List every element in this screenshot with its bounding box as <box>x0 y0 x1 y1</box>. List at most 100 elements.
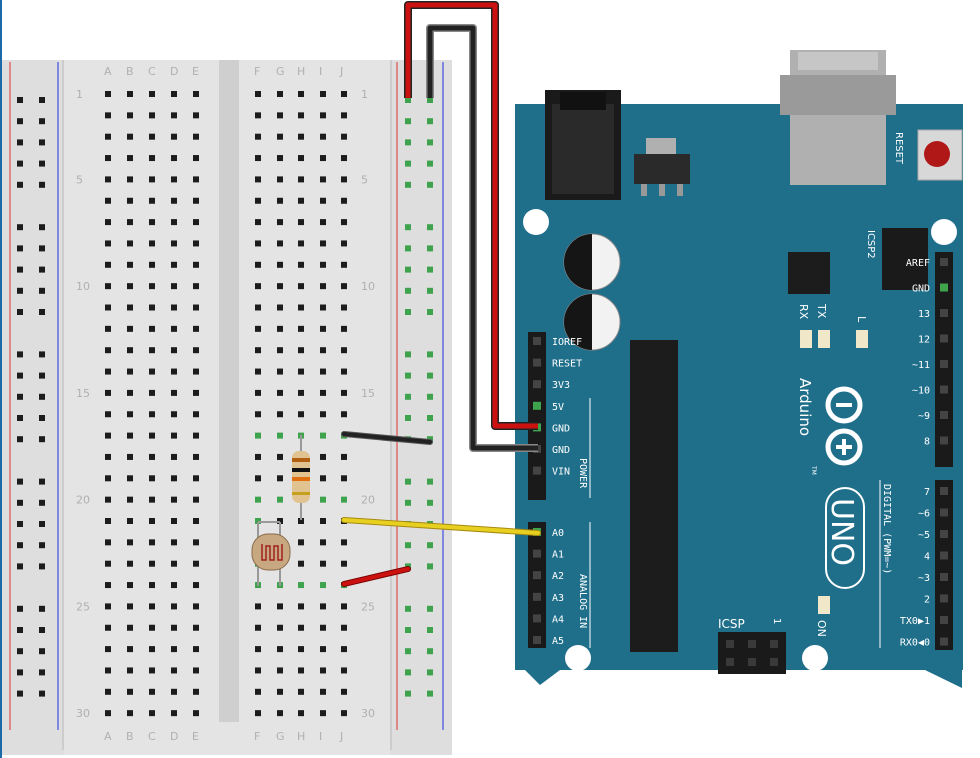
header-pin <box>940 436 948 445</box>
breadboard-hole <box>149 155 155 162</box>
icsp-pin <box>748 658 756 666</box>
pin-label: 8 <box>924 437 930 448</box>
breadboard-hole <box>277 475 283 482</box>
breadboard-hole <box>320 603 326 610</box>
connected-hole <box>255 432 261 439</box>
breadboard-hole <box>255 646 261 653</box>
breadboard-hole <box>341 197 347 204</box>
connected-hole <box>405 181 411 188</box>
connected-hole <box>405 415 411 421</box>
breadboard-hole <box>171 518 177 524</box>
breadboard-hole <box>320 710 326 717</box>
breadboard-hole <box>149 325 155 332</box>
breadboard-hole <box>320 240 326 247</box>
breadboard-hole <box>320 518 326 524</box>
breadboard-hole <box>105 261 111 268</box>
connected-hole <box>427 563 433 570</box>
breadboard-hole <box>149 496 155 503</box>
rail-holes <box>17 97 433 697</box>
breadboard-hole <box>105 432 111 439</box>
breadboard-hole <box>193 411 199 418</box>
breadboard-hole <box>127 539 133 546</box>
digital-header-low <box>935 480 953 650</box>
breadboard-hole <box>17 181 23 188</box>
breadboard-hole <box>105 539 111 546</box>
breadboard-hole <box>39 415 45 421</box>
breadboard-hole <box>255 155 261 162</box>
reset-button[interactable] <box>924 141 950 167</box>
window-edge <box>0 0 2 758</box>
breadboard-hole <box>105 646 111 653</box>
breadboard-hole <box>341 304 347 311</box>
breadboard-hole <box>171 688 177 695</box>
breadboard-hole <box>105 582 111 589</box>
row-label: 25 <box>76 600 90 613</box>
breadboard-hole <box>193 219 199 226</box>
capacitor <box>563 233 621 291</box>
wire-a0 <box>342 518 540 535</box>
breadboard-hole <box>171 197 177 204</box>
breadboard-hole <box>277 624 283 631</box>
wire-5v-jumper <box>342 567 410 586</box>
breadboard-hole <box>255 283 261 290</box>
digital-header-label: DIGITAL (PWM=~) <box>881 484 892 574</box>
header-pin <box>533 380 541 389</box>
breadboard-hole <box>277 304 283 311</box>
icsp2-label: ICSP2 <box>865 230 876 259</box>
breadboard-hole <box>149 133 155 140</box>
breadboard-hole <box>149 176 155 183</box>
breadboard-hole <box>171 283 177 290</box>
breadboard-hole <box>17 648 23 655</box>
breadboard-hole <box>39 245 45 252</box>
breadboard-hole <box>298 133 304 140</box>
resistor <box>292 435 310 520</box>
breadboard-hole <box>39 118 45 125</box>
breadboard-hole <box>17 139 23 146</box>
breadboard-hole <box>341 240 347 247</box>
breadboard-hole <box>39 521 45 527</box>
breadboard-hole <box>105 240 111 247</box>
connected-hole <box>298 582 304 589</box>
breadboard-hole <box>193 582 199 589</box>
breadboard-hole <box>298 347 304 354</box>
breadboard-hole <box>149 539 155 546</box>
breadboard-hole <box>255 624 261 631</box>
breadboard-hole <box>171 475 177 482</box>
connected-hole <box>427 160 433 167</box>
breadboard-hole <box>320 539 326 546</box>
breadboard-hole <box>277 411 283 418</box>
breadboard-hole <box>255 603 261 610</box>
breadboard-hole <box>17 478 23 485</box>
breadboard-hole <box>193 432 199 439</box>
connected-hole <box>427 139 433 146</box>
breadboard-hole <box>127 518 133 524</box>
header-pin <box>940 283 948 292</box>
breadboard-hole <box>298 710 304 717</box>
icsp-header <box>718 632 786 674</box>
breadboard-hole <box>193 240 199 247</box>
breadboard-hole <box>39 160 45 167</box>
breadboard-hole <box>341 155 347 162</box>
breadboard-hole <box>193 496 199 503</box>
connected-hole <box>405 245 411 252</box>
icsp-pin <box>770 658 778 666</box>
row-label: 20 <box>76 494 90 507</box>
breadboard-hole <box>341 283 347 290</box>
column-label: G <box>276 730 285 743</box>
header-pin <box>533 614 541 623</box>
breadboard-hole <box>298 91 304 97</box>
breadboard-hole <box>171 667 177 674</box>
breadboard-hole <box>193 347 199 354</box>
header-pin <box>940 334 948 343</box>
pin-label: A5 <box>552 636 564 647</box>
breadboard-hole <box>255 688 261 695</box>
breadboard-hole <box>193 688 199 695</box>
l-led <box>856 330 868 348</box>
row-label: 15 <box>361 387 375 400</box>
breadboard-hole <box>277 453 283 460</box>
breadboard-hole <box>171 389 177 396</box>
breadboard-hole <box>341 560 347 567</box>
icsp2-header <box>882 228 928 290</box>
breadboard-hole <box>17 499 23 506</box>
breadboard-hole <box>277 176 283 183</box>
